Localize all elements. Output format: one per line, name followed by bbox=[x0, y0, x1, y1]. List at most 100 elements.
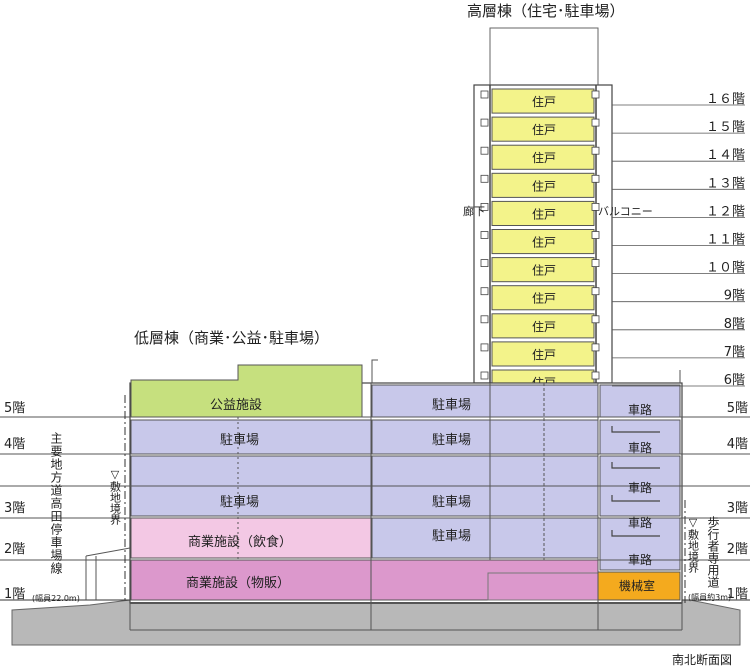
floor-label-left: 3階 bbox=[4, 501, 25, 516]
column-joint bbox=[480, 343, 489, 352]
parking-5f-label: 駐車場 bbox=[432, 398, 471, 413]
column-joint bbox=[591, 315, 600, 324]
residence-unit bbox=[491, 229, 595, 255]
residential-units: 住戸住戸住戸住戸住戸住戸住戸住戸住戸住戸住戸 bbox=[480, 88, 600, 395]
ramp-5f-block bbox=[599, 384, 681, 418]
retail-goods-inner bbox=[487, 572, 599, 601]
left-road-width: (幅員22.0m) bbox=[32, 593, 80, 603]
column-joint bbox=[591, 90, 600, 99]
figure-title: 南北断面図 bbox=[672, 652, 732, 667]
column-joint bbox=[480, 371, 489, 380]
machine-room-block bbox=[597, 571, 681, 601]
low-rise-title: 低層棟（商業･公益･駐車場） bbox=[134, 329, 329, 347]
column-joint bbox=[591, 118, 600, 127]
ramp-1f-label: 車路 bbox=[628, 552, 652, 567]
column-joint bbox=[591, 174, 600, 183]
column-joint bbox=[591, 343, 600, 352]
residence-unit-label: 住戸 bbox=[532, 179, 556, 193]
public-facility-label: 公益施設 bbox=[210, 397, 262, 413]
column-joint bbox=[480, 315, 489, 324]
residence-unit-label: 住戸 bbox=[532, 95, 556, 109]
parapet-right bbox=[611, 370, 681, 383]
floor-label-right: 2階 bbox=[727, 542, 748, 557]
column-joint bbox=[480, 231, 489, 239]
ramp-4f-label: 車路 bbox=[628, 440, 652, 455]
residence-unit-label: 住戸 bbox=[532, 236, 556, 250]
roof-penthouse bbox=[489, 27, 599, 89]
column-joint bbox=[480, 146, 489, 155]
parapet-left bbox=[371, 359, 378, 383]
right-road-width: (幅員約3m) bbox=[688, 592, 731, 602]
parking-3f-left-label: 駐車場 bbox=[220, 495, 259, 510]
parking-4f-mid-label: 駐車場 bbox=[432, 433, 471, 448]
ramp-5f-label: 車路 bbox=[628, 402, 652, 417]
parking-4f-mid bbox=[371, 419, 599, 455]
ground bbox=[11, 599, 741, 646]
floor-label-high: 8階 bbox=[724, 317, 745, 332]
floor-label-right: 4階 bbox=[727, 437, 748, 452]
floor-label-high: １６階 bbox=[706, 92, 745, 107]
parking-5f-block bbox=[371, 384, 599, 418]
parking-2f-label: 駐車場 bbox=[432, 529, 471, 544]
residence-unit-label: 住戸 bbox=[532, 348, 556, 362]
column-joint bbox=[480, 259, 489, 268]
parking-3f-mid-label: 駐車場 bbox=[432, 495, 471, 510]
residence-unit-label: 住戸 bbox=[532, 264, 556, 278]
ramp-2f-label: 車路 bbox=[628, 515, 652, 530]
column-joint bbox=[480, 90, 489, 99]
floor-label-high: １０階 bbox=[706, 261, 745, 276]
column-joint bbox=[591, 259, 600, 268]
residence-unit bbox=[491, 144, 595, 170]
ramp-markers bbox=[611, 426, 660, 537]
residence-unit bbox=[491, 285, 595, 311]
residence-unit-label: 住戸 bbox=[532, 320, 556, 334]
residence-unit-label: 住戸 bbox=[532, 151, 556, 165]
high-rise-title: 高層棟（住宅･駐車場） bbox=[467, 2, 625, 20]
floor-label-high: １２階 bbox=[706, 204, 745, 219]
column-joint bbox=[480, 174, 489, 183]
column-joint bbox=[591, 202, 600, 211]
column-joint bbox=[480, 202, 489, 211]
residence-unit bbox=[491, 341, 595, 367]
floor-labels-right: 5階 4階 3階 2階 1階 bbox=[727, 401, 748, 602]
machine-room-label: 機械室 bbox=[619, 578, 655, 593]
corridor-label: 廊下 bbox=[463, 204, 485, 218]
column-joint bbox=[591, 371, 600, 380]
left-canopy bbox=[85, 547, 131, 600]
ramp-3f-label: 車路 bbox=[628, 480, 652, 495]
balcony-label: バルコニー bbox=[598, 205, 653, 218]
column-joint bbox=[480, 118, 489, 127]
floor-label-left: 4階 bbox=[4, 437, 25, 452]
residence-unit bbox=[491, 172, 595, 198]
residence-unit-label: 住戸 bbox=[532, 123, 556, 137]
floor-label-high: １３階 bbox=[706, 176, 745, 191]
floor-label-right: 5階 bbox=[727, 401, 748, 416]
residence-unit-label: 住戸 bbox=[532, 292, 556, 306]
floor-label-high: 9階 bbox=[724, 289, 745, 304]
left-road-name: 主要地方道高田停車場線 bbox=[49, 432, 63, 575]
floor-label-left: 1階 bbox=[4, 587, 25, 602]
left-boundary-label: ▽敷地境界 bbox=[109, 468, 122, 526]
column-joint bbox=[591, 146, 600, 155]
ramp-2f-block bbox=[599, 517, 681, 571]
retail-goods-label: 商業施設（物販） bbox=[186, 575, 290, 591]
floor-label-left: 2階 bbox=[4, 542, 25, 557]
floor-label-high: 7階 bbox=[724, 345, 745, 360]
retail-food-label: 商業施設（飲食） bbox=[188, 534, 292, 550]
floor-label-high: １５階 bbox=[706, 120, 745, 135]
retail-food-block bbox=[130, 517, 372, 559]
floor-labels-left: 5階 4階 3階 2階 1階 bbox=[4, 401, 25, 602]
parking-2f-block bbox=[371, 517, 599, 559]
floor-label-right: 3階 bbox=[727, 501, 748, 516]
floor-label-high: 6階 bbox=[724, 373, 745, 388]
residence-unit bbox=[491, 200, 595, 226]
floor-label-right: 1階 bbox=[727, 587, 748, 602]
column-joint bbox=[591, 287, 600, 296]
ramp-4f-block bbox=[599, 419, 681, 455]
right-boundary-label: ▽敷地境界 bbox=[687, 516, 700, 574]
parking-4f-left-label: 駐車場 bbox=[220, 433, 259, 448]
floor-label-left: 5階 bbox=[4, 401, 25, 416]
residence-unit bbox=[491, 313, 595, 339]
